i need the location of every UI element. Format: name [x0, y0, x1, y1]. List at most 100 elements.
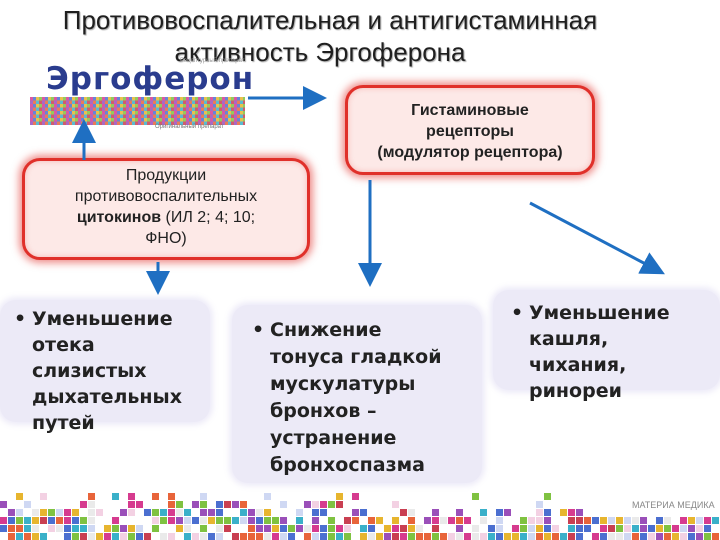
mosaic-tile	[488, 533, 495, 540]
mosaic-tile	[56, 533, 63, 540]
mosaic-tile	[136, 533, 143, 540]
mosaic-tile	[88, 517, 95, 524]
mosaic-tile	[528, 533, 535, 540]
mosaic-tile	[64, 501, 71, 508]
mosaic-tile	[128, 493, 135, 500]
mosaic-tile	[696, 533, 703, 540]
mosaic-tile	[688, 533, 695, 540]
mosaic-tile	[424, 517, 431, 524]
mosaic-tile	[192, 525, 199, 532]
mosaic-tile	[112, 509, 119, 516]
mosaic-tile	[624, 517, 631, 524]
mosaic-tile	[16, 525, 23, 532]
mosaic-tile	[72, 525, 79, 532]
mosaic-tile	[496, 533, 503, 540]
mosaic-tile	[464, 517, 471, 524]
mosaic-tile	[216, 533, 223, 540]
mosaic-tile	[632, 517, 639, 524]
mosaic-tile	[224, 501, 231, 508]
mosaic-tile	[352, 533, 359, 540]
mosaic-tile	[120, 509, 127, 516]
mosaic-tile	[240, 509, 247, 516]
mosaic-tile	[432, 525, 439, 532]
mosaic-tile	[496, 509, 503, 516]
mosaic-tile	[440, 525, 447, 532]
mosaic-tile	[376, 517, 383, 524]
mosaic-tile	[248, 525, 255, 532]
mosaic-tile	[392, 517, 399, 524]
mosaic-tile	[584, 525, 591, 532]
mosaic-tile	[496, 525, 503, 532]
mosaic-tile	[544, 525, 551, 532]
mosaic-tile	[0, 533, 7, 540]
mosaic-tile	[480, 533, 487, 540]
mosaic-tile	[712, 517, 719, 524]
mosaic-tile	[536, 501, 543, 508]
mosaic-tile	[520, 517, 527, 524]
mosaic-tile	[40, 533, 47, 540]
mosaic-tile	[592, 525, 599, 532]
mosaic-tile	[152, 509, 159, 516]
mosaic-tile	[216, 501, 223, 508]
mosaic-tile	[304, 501, 311, 508]
mosaic-tile	[624, 533, 631, 540]
mosaic-tile	[536, 517, 543, 524]
mosaic-tile	[224, 517, 231, 524]
mosaic-tile	[128, 525, 135, 532]
mosaic-tile	[680, 533, 687, 540]
mosaic-tile	[200, 533, 207, 540]
mosaic-tile	[440, 533, 447, 540]
mosaic-tile	[368, 533, 375, 540]
mosaic-tile	[656, 533, 663, 540]
mosaic-tile	[576, 517, 583, 524]
mosaic-tile	[320, 509, 327, 516]
mosaic-tile	[32, 525, 39, 532]
mosaic-tile	[600, 517, 607, 524]
mosaic-tile	[352, 493, 359, 500]
mosaic-tile	[616, 517, 623, 524]
mosaic-tile	[16, 493, 23, 500]
mosaic-tile	[64, 509, 71, 516]
mosaic-tile	[128, 501, 135, 508]
mosaic-tile	[560, 509, 567, 516]
mosaic-tile	[200, 525, 207, 532]
mosaic-tile	[80, 533, 87, 540]
mosaic-tile	[80, 501, 87, 508]
mosaic-tile	[0, 501, 7, 508]
mosaic-tile	[360, 509, 367, 516]
mosaic-tile	[616, 525, 623, 532]
mosaic-tile	[384, 525, 391, 532]
mosaic-tile	[184, 525, 191, 532]
mosaic-tile	[416, 533, 423, 540]
mosaic-tile	[408, 517, 415, 524]
arrow-histamine-to-cough	[530, 203, 657, 270]
mosaic-tile	[184, 517, 191, 524]
mosaic-tile	[152, 517, 159, 524]
mosaic-tile	[664, 517, 671, 524]
mosaic-tile	[280, 517, 287, 524]
mosaic-tile	[88, 493, 95, 500]
mosaic-tile	[232, 525, 239, 532]
mosaic-tile	[352, 509, 359, 516]
mosaic-tile	[0, 517, 7, 524]
mosaic-tile	[416, 525, 423, 532]
mosaic-tile	[576, 533, 583, 540]
mosaic-tile	[336, 533, 343, 540]
mosaic-tile	[240, 517, 247, 524]
mosaic-tile	[592, 533, 599, 540]
mosaic-tile	[568, 517, 575, 524]
mosaic-tile	[432, 509, 439, 516]
mosaic-tile	[48, 517, 55, 524]
mosaic-tile	[192, 501, 199, 508]
mosaic-tile	[704, 517, 711, 524]
mosaic-tile	[120, 501, 127, 508]
mosaic-tile	[48, 525, 55, 532]
mosaic-tile	[136, 525, 143, 532]
mosaic-tile	[328, 501, 335, 508]
mosaic-tile	[312, 525, 319, 532]
mosaic-tile	[704, 533, 711, 540]
mosaic-tile	[608, 517, 615, 524]
mosaic-tile	[680, 517, 687, 524]
mosaic-tile	[656, 525, 663, 532]
